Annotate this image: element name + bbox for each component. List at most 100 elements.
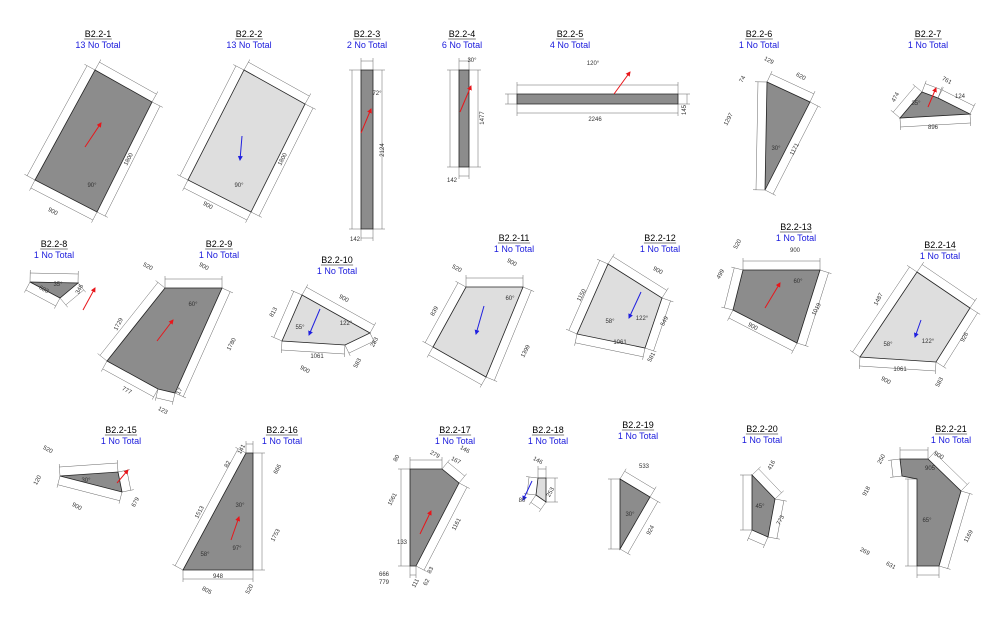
extension-line — [485, 376, 498, 382]
dimension-line — [772, 105, 819, 195]
extension-line — [969, 103, 976, 115]
panel-b2-2-12[interactable]: B2.2-121 No Total9001150549106158158°122… — [565, 233, 680, 363]
extension-line — [118, 491, 123, 504]
dimension-label: 896 — [928, 125, 939, 131]
panel-shape[interactable] — [751, 474, 776, 538]
dimension-label: 146 — [459, 445, 471, 455]
direction-arrow-icon — [613, 71, 631, 95]
dimension-line — [921, 264, 976, 301]
dimension-label: 74 — [739, 75, 748, 84]
dimension-label: 777 — [121, 386, 133, 396]
direction-arrow-icon — [230, 516, 241, 541]
panel-quantity: 1 No Total — [618, 431, 658, 441]
dimension-line — [624, 471, 655, 490]
extension-line — [762, 536, 769, 549]
dimension-label: 474 — [891, 91, 901, 103]
panel-shape[interactable] — [281, 294, 371, 346]
panel-shape[interactable] — [764, 81, 811, 191]
panel-shape[interactable] — [576, 263, 663, 349]
dimension-label: 123 — [157, 406, 169, 416]
panel-quantity: 13 No Total — [75, 40, 120, 50]
panel-shape[interactable] — [619, 478, 651, 551]
dimension-label: 948 — [213, 574, 224, 580]
panel-b2-2-10[interactable]: B2.2-101 No Total900813106190028358355°1… — [269, 255, 380, 375]
extension-line — [899, 117, 901, 130]
extension-line — [888, 458, 901, 461]
direction-arrow-icon — [156, 319, 174, 342]
dimension-label: 900 — [202, 201, 214, 211]
extension-line — [649, 496, 661, 504]
panel-shape[interactable] — [535, 477, 547, 503]
panel-shape[interactable] — [859, 271, 971, 363]
dimension-line — [428, 354, 482, 386]
dimension-label: 900 — [506, 258, 518, 268]
dimension-line — [770, 73, 814, 95]
dimension-label: 779 — [379, 580, 390, 586]
extension-line — [91, 211, 98, 223]
extension-line — [221, 287, 234, 294]
dimension-label: 1171 — [789, 142, 801, 157]
dimension-label: 620 — [795, 72, 807, 82]
panel-shape[interactable] — [34, 69, 153, 213]
panel-quantity: 1 No Total — [742, 435, 782, 445]
panel-shape[interactable] — [732, 269, 821, 344]
extension-line — [280, 340, 283, 353]
panel-shape[interactable] — [899, 458, 962, 567]
extension-line — [565, 328, 578, 335]
dimension-label: 58° — [883, 342, 893, 348]
dimension-label: 679 — [131, 496, 141, 508]
panel-title: B2.2-20 — [746, 424, 778, 434]
dimension-label: 900 — [299, 365, 311, 375]
panel-shape[interactable] — [59, 471, 123, 493]
panel-quantity: 6 No Total — [442, 40, 482, 50]
dimension-label: 926 — [960, 331, 970, 343]
dimension-line — [575, 342, 644, 358]
direction-arrow-icon — [474, 305, 485, 335]
dimension-line — [943, 312, 978, 367]
dimension-line — [174, 448, 239, 566]
dimension-line — [859, 365, 936, 372]
dimension-label: 520 — [451, 264, 463, 274]
panel-shape[interactable] — [182, 452, 254, 571]
panel-shape[interactable] — [29, 281, 80, 299]
dimension-label: 900 — [71, 502, 83, 512]
panel-quantity: 1 No Total — [199, 250, 239, 260]
panel-shape[interactable] — [516, 93, 679, 105]
extension-line — [304, 103, 316, 110]
panel-shape[interactable] — [106, 287, 223, 394]
dimension-label: 1780 — [226, 337, 238, 352]
extension-line — [746, 529, 753, 542]
panel-shape[interactable] — [409, 468, 460, 567]
dimension-label: 1061 — [310, 354, 324, 360]
extension-line — [97, 353, 108, 362]
panel-shape[interactable] — [360, 69, 374, 230]
extension-line — [809, 91, 816, 103]
extension-line — [458, 473, 467, 484]
panel-title: B2.2-12 — [644, 233, 676, 243]
extension-line — [751, 466, 761, 476]
panel-shape[interactable] — [187, 69, 306, 213]
extension-line — [969, 297, 977, 309]
panel-shape[interactable] — [458, 69, 470, 168]
dimension-label: 120° — [587, 61, 600, 67]
